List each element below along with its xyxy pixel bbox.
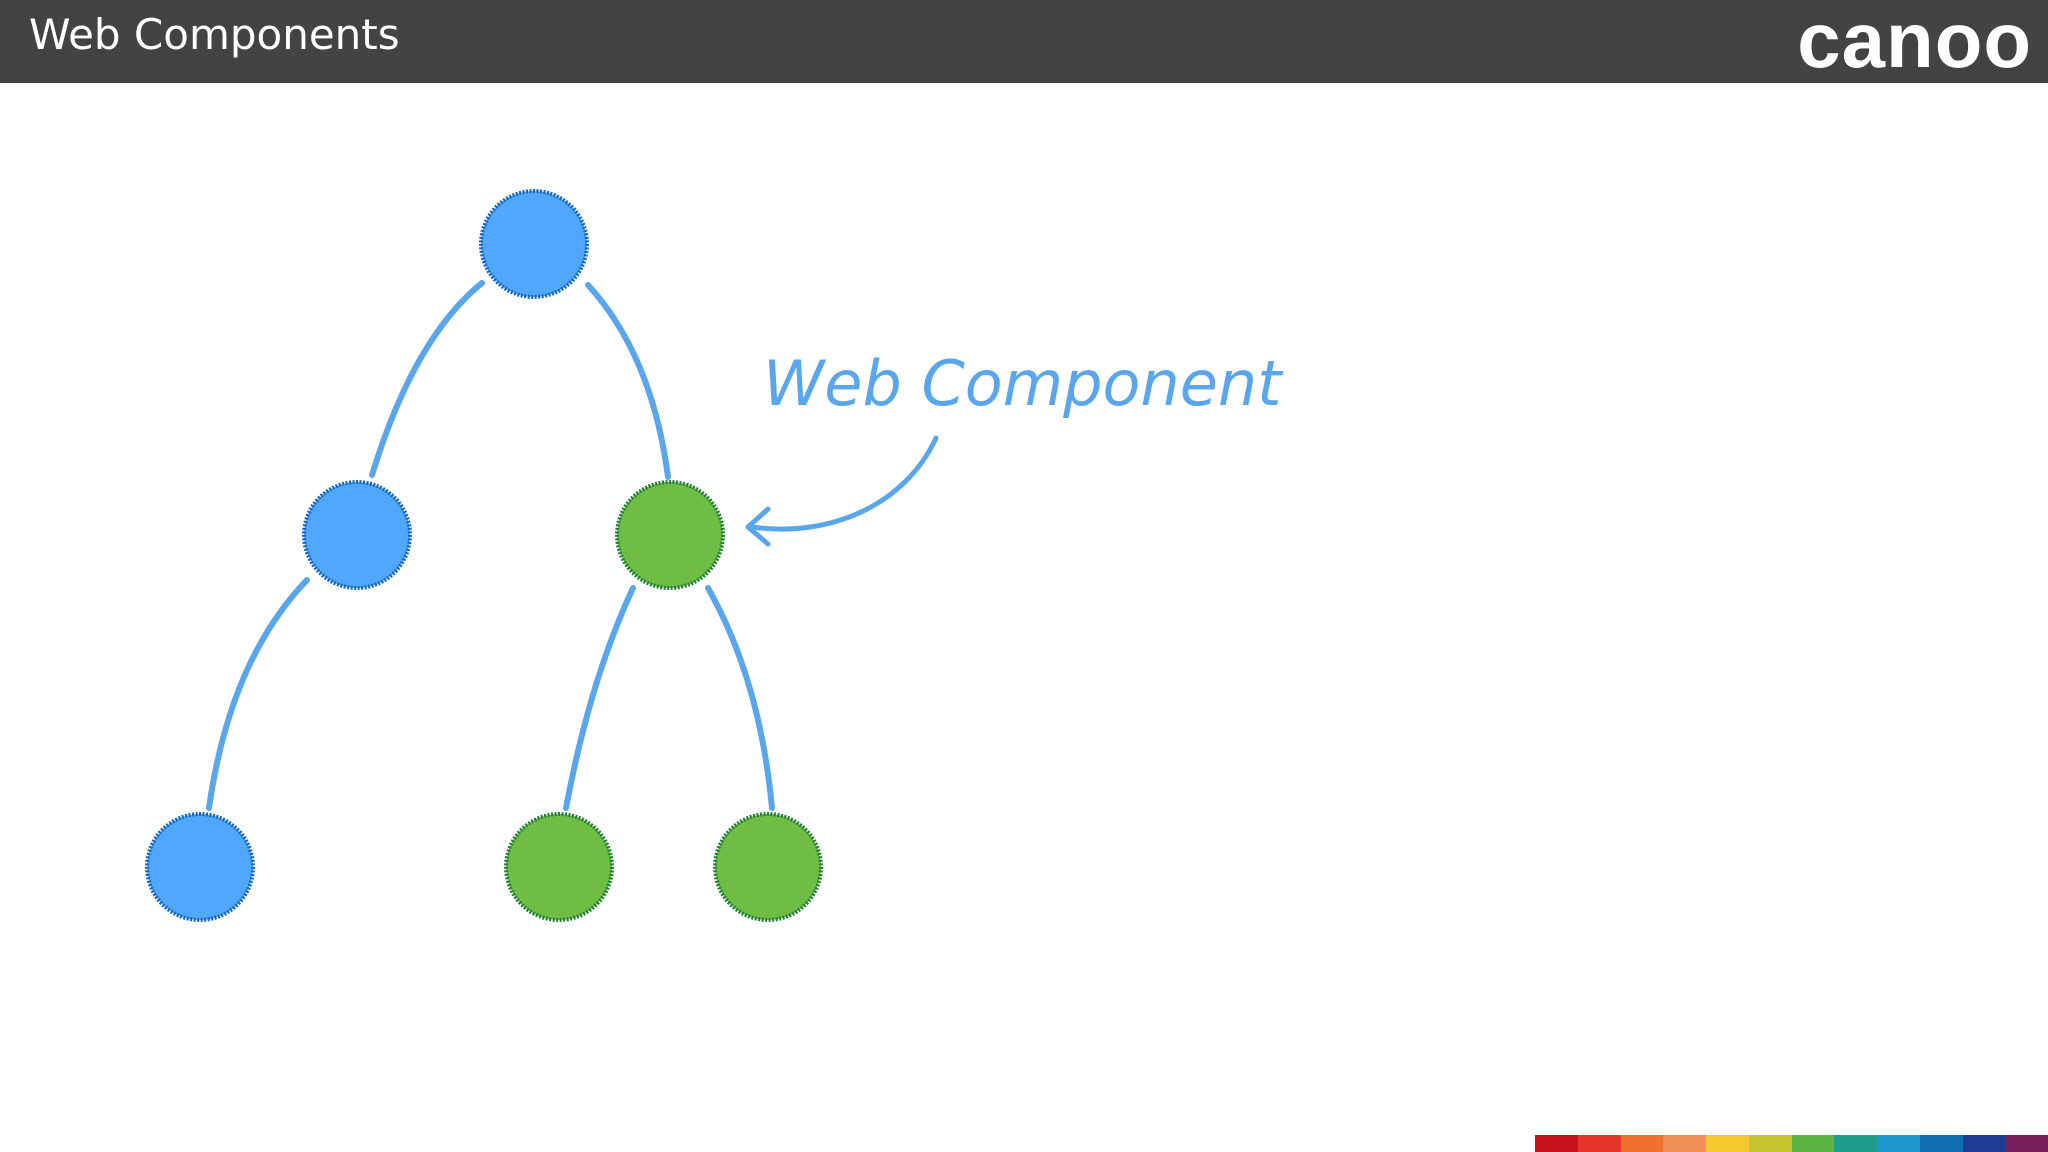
annotation-arrowhead: [745, 506, 771, 547]
node-right-leaf-2-web-component: [713, 812, 823, 922]
color-strip-segment: [2005, 1135, 2048, 1152]
edge-right-to-right-leaf-1: [563, 585, 636, 811]
color-strip-segment: [1535, 1135, 1578, 1152]
annotation-label: Web Component: [763, 347, 1284, 420]
node-right-web-component: [615, 480, 725, 590]
color-strip-segment: [1919, 1135, 1963, 1152]
edge-right-to-right-leaf-2: [705, 585, 775, 811]
color-strip-segment: [1834, 1135, 1877, 1152]
annotation-arrow: [749, 435, 939, 532]
node-left: [302, 480, 412, 590]
node-right-leaf-1-web-component: [504, 812, 614, 922]
tree-edges: [206, 280, 775, 811]
edge-left-to-left-leaf: [206, 577, 310, 811]
node-left-leaf: [145, 812, 255, 922]
color-strip-segment: [1748, 1135, 1792, 1152]
color-strip-segment: [1620, 1135, 1664, 1152]
edge-root-to-right: [585, 282, 671, 480]
color-strip-segment: [1791, 1135, 1835, 1152]
slide-title: Web Components: [29, 10, 400, 59]
node-root: [479, 189, 589, 299]
tree-nodes: [145, 189, 823, 922]
color-strip-segment: [1706, 1135, 1749, 1152]
color-strip-segment: [1663, 1135, 1706, 1152]
color-strip-segment: [1962, 1135, 2006, 1152]
color-strip-segment: [1577, 1135, 1621, 1152]
color-strip-segment: [1877, 1135, 1920, 1152]
color-strip: [1535, 1135, 2048, 1152]
header-bar: Web Components canoo: [0, 0, 2048, 83]
edge-root-to-left: [369, 280, 485, 478]
canoo-logo: canoo: [1797, 0, 2032, 84]
